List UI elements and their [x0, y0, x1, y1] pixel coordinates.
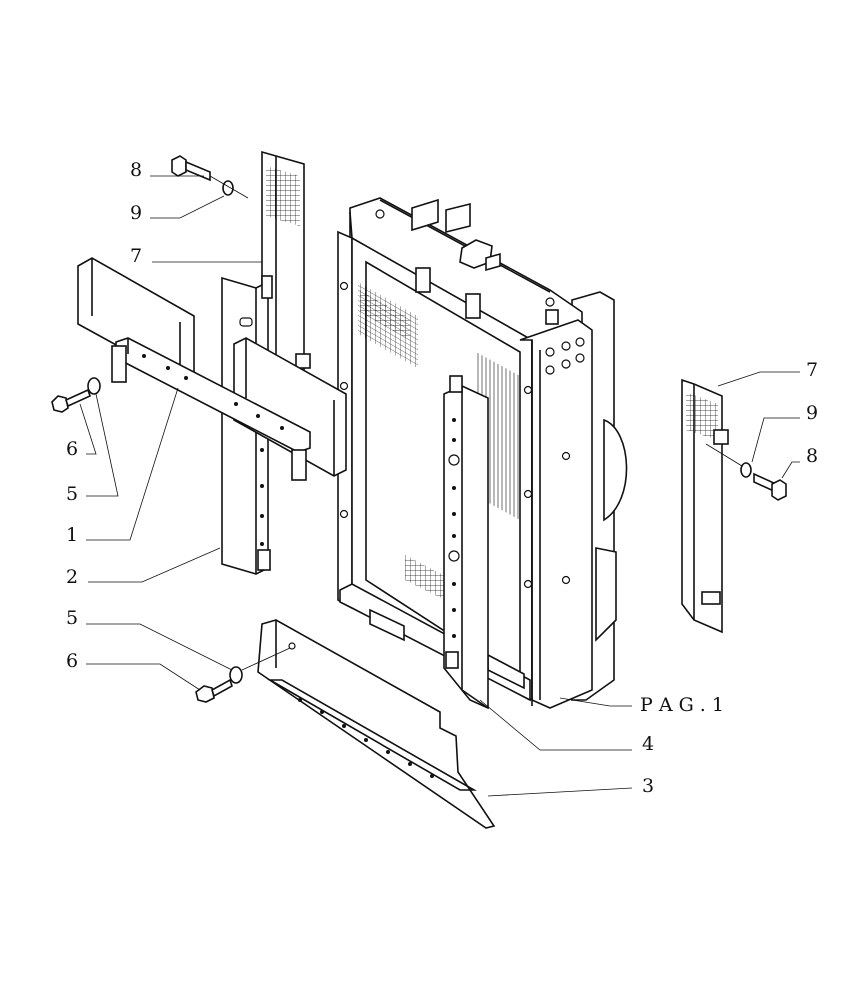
washer-part-5-left	[87, 377, 101, 395]
callout-8-left: 8	[130, 159, 142, 181]
seal-pads-part-1	[77, 257, 347, 481]
callout-1: 1	[66, 524, 78, 546]
bolt-part-6-bottom	[195, 678, 233, 703]
mesh-screen-part-7-right	[681, 378, 729, 634]
callout-labels: 8 9 7 6 5 1 2 5 6 7 9 8 P A G . 1 4 3	[66, 159, 818, 797]
callout-8-right: 8	[806, 445, 818, 467]
bolt-part-8-right	[753, 472, 787, 501]
seal-strip-part-4	[443, 375, 489, 710]
leader-lines	[79, 175, 800, 797]
washer-part-5-bottom	[229, 666, 243, 684]
callout-9-left: 9	[130, 202, 142, 224]
washer-part-9-left	[222, 180, 234, 196]
washer-part-9-right	[740, 462, 752, 478]
mesh-screen-part-7-left	[261, 150, 311, 402]
callout-9-right: 9	[806, 402, 818, 424]
callout-4: 4	[642, 733, 654, 755]
callout-7-left: 7	[130, 245, 142, 267]
bolt-part-6-left	[51, 388, 91, 413]
callout-6-bottom: 6	[66, 650, 78, 672]
bolt-part-8-left	[171, 155, 211, 182]
callout-5-left: 5	[66, 483, 78, 505]
callout-2: 2	[66, 566, 78, 588]
callout-5-bottom: 5	[66, 607, 78, 629]
callout-3: 3	[642, 775, 654, 797]
callout-pag: P A G . 1	[640, 694, 724, 716]
callout-7-right: 7	[806, 359, 818, 381]
bottom-seal-part-3	[257, 619, 496, 829]
callout-6-left: 6	[66, 438, 78, 460]
